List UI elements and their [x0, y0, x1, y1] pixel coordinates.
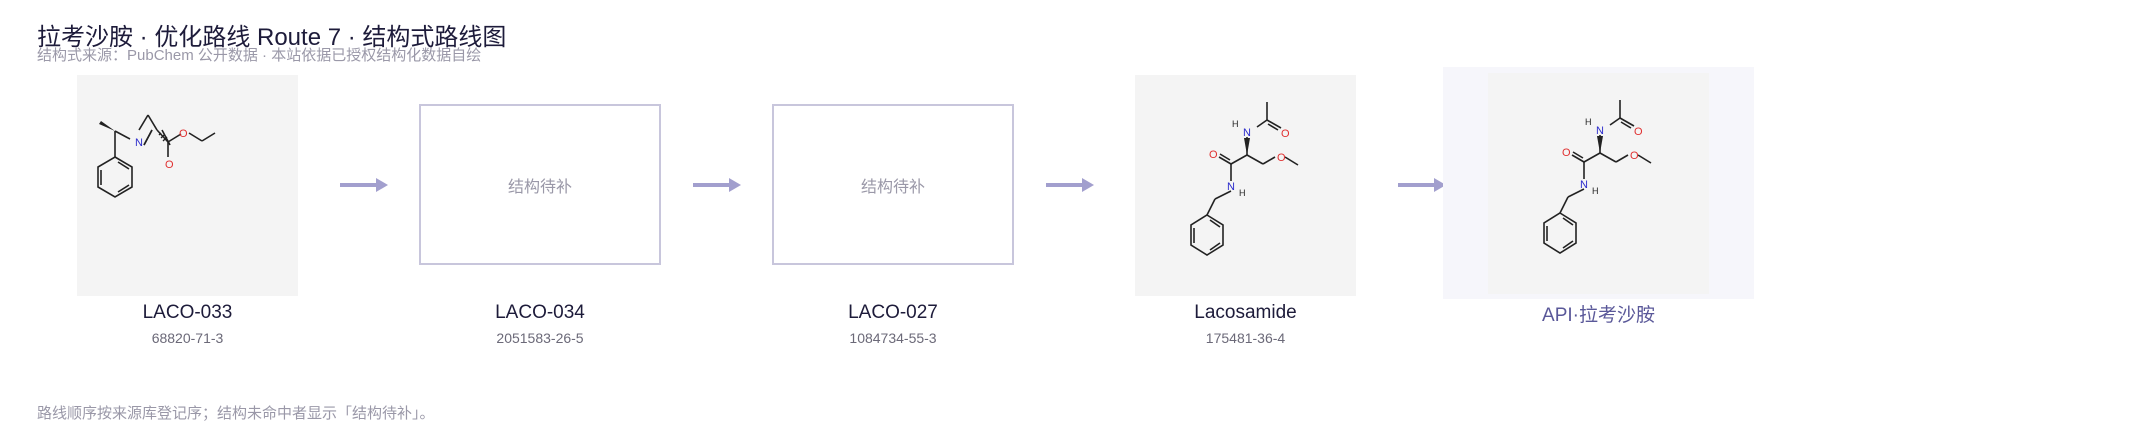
atom-hydrogen: H	[1239, 188, 1246, 198]
atom-oxygen-acetyl: O	[1281, 128, 1290, 140]
route-footnote: 路线顺序按来源库登记序；结构未命中者显示「结构待补」。	[37, 405, 435, 422]
structure-image-lacosamide: O N H O O N H	[1135, 75, 1356, 296]
atom-oxygen-acetyl: O	[1634, 126, 1643, 138]
atom-hydrogen: H	[1592, 186, 1599, 196]
api-structure-frame: O N H O O N H	[1443, 67, 1754, 299]
api-label: API·拉考沙胺	[1542, 305, 1655, 326]
atom-nitrogen-amide: N	[1580, 179, 1588, 191]
page-title: 拉考沙胺 · 优化路线 Route 7 · 结构式路线图	[37, 24, 507, 51]
atom-hydrogen: H	[1585, 117, 1592, 127]
step-cas-laco-027: 1084734-55-3	[849, 330, 937, 346]
structure-placeholder-laco-034: 结构待补	[419, 104, 661, 265]
atom-oxygen-amide: O	[1562, 147, 1571, 159]
arrow-icon	[693, 178, 741, 192]
api-lacosamide-structure: O N H O O N H	[1488, 72, 1709, 294]
atom-nitrogen-acetamide: N	[1596, 125, 1604, 137]
atom-oxygen-ether: O	[1630, 150, 1639, 162]
atom-oxygen-amide: O	[1209, 149, 1218, 161]
placeholder-text: 结构待补	[860, 178, 925, 196]
atom-nitrogen-acetamide: N	[1243, 127, 1251, 139]
arrow-icon	[340, 178, 388, 192]
lacosamide-structure: O N H O O N H	[1190, 102, 1299, 256]
structure-image-laco-033: N O O	[77, 75, 298, 296]
step-cas-laco-033: 68820-71-3	[151, 330, 224, 346]
atom-hydrogen: H	[1232, 119, 1239, 129]
atom-oxygen-carbonyl: O	[165, 159, 174, 171]
aziridine-structure: N O O	[97, 114, 216, 198]
step-code-laco-034: LACO-034	[495, 302, 585, 323]
atom-nitrogen-amide: N	[1227, 181, 1235, 193]
placeholder-text: 结构待补	[507, 178, 572, 196]
step-cas-laco-034: 2051583-26-5	[496, 330, 584, 346]
arrow-icon	[1046, 178, 1094, 192]
atom-oxygen-ester: O	[179, 128, 188, 140]
arrow-icon	[1398, 178, 1446, 192]
structure-placeholder-laco-027: 结构待补	[772, 104, 1014, 265]
step-code-laco-027: LACO-027	[848, 302, 938, 323]
atom-oxygen-ether: O	[1277, 152, 1286, 164]
page-subtitle: 结构式来源：PubChem 公开数据 · 本站依据已授权结构化数据自绘	[37, 47, 482, 64]
step-code-lacosamide: Lacosamide	[1194, 302, 1297, 323]
step-code-laco-033: LACO-033	[142, 302, 233, 323]
step-cas-lacosamide: 175481-36-4	[1205, 330, 1286, 346]
atom-nitrogen: N	[135, 137, 143, 149]
